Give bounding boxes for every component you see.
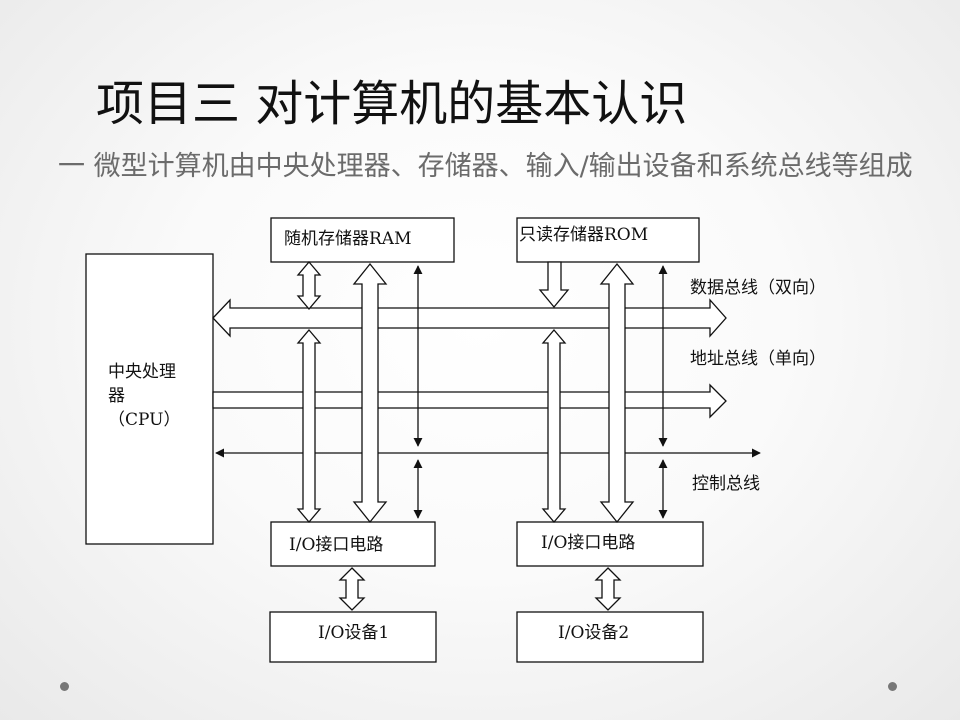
corner-dot-right <box>888 682 897 691</box>
slide-subtitle: 一 微型计算机由中央处理器、存储器、输入/输出设备和系统总线等组成 <box>58 151 913 182</box>
io1-device1-arrow <box>338 567 366 611</box>
ram-box <box>270 217 455 263</box>
cpu-label-line2: 器 <box>108 386 125 406</box>
rom-data-bus-arrow <box>538 261 570 309</box>
rom-io2-arrow <box>599 262 635 524</box>
cpu-label: 中央处理 器 （CPU） <box>108 360 204 432</box>
io-device-1-label: I/O设备1 <box>318 623 390 643</box>
cpu-box <box>85 253 214 545</box>
io-device-2-box <box>516 611 704 663</box>
io-device-2-label: I/O设备2 <box>558 623 630 643</box>
io-interface-1-label: I/O接口电路 <box>289 535 384 555</box>
io-device-1-box <box>269 611 437 663</box>
slide-title: 项目三 对计算机的基本认识 <box>96 76 688 132</box>
io1-data-bus-arrow <box>296 328 322 524</box>
control-bus-label: 控制总线 <box>692 474 760 494</box>
ram-data-bus-arrow <box>296 260 322 311</box>
data-bus-label: 数据总线（双向） <box>690 278 826 298</box>
corner-dot-left <box>60 682 69 691</box>
io-interface-2-label: I/O接口电路 <box>541 533 636 553</box>
address-bus-arrow <box>212 383 727 419</box>
io2-device2-arrow <box>594 567 622 611</box>
cpu-label-line3: （CPU） <box>108 410 181 430</box>
ram-io1-arrow <box>352 262 388 524</box>
rom-box <box>516 217 700 263</box>
cpu-label-line1: 中央处理 <box>108 362 176 382</box>
ram-label: 随机存储器RAM <box>284 229 412 249</box>
data-bus-arrow <box>212 298 727 338</box>
io-interface-1-box <box>270 521 436 567</box>
io-interface-2-box <box>516 521 704 567</box>
address-bus-label: 地址总线（单向） <box>690 349 826 369</box>
rom-label: 只读存储器ROM <box>519 225 649 245</box>
io2-data-bus-arrow <box>541 328 567 524</box>
